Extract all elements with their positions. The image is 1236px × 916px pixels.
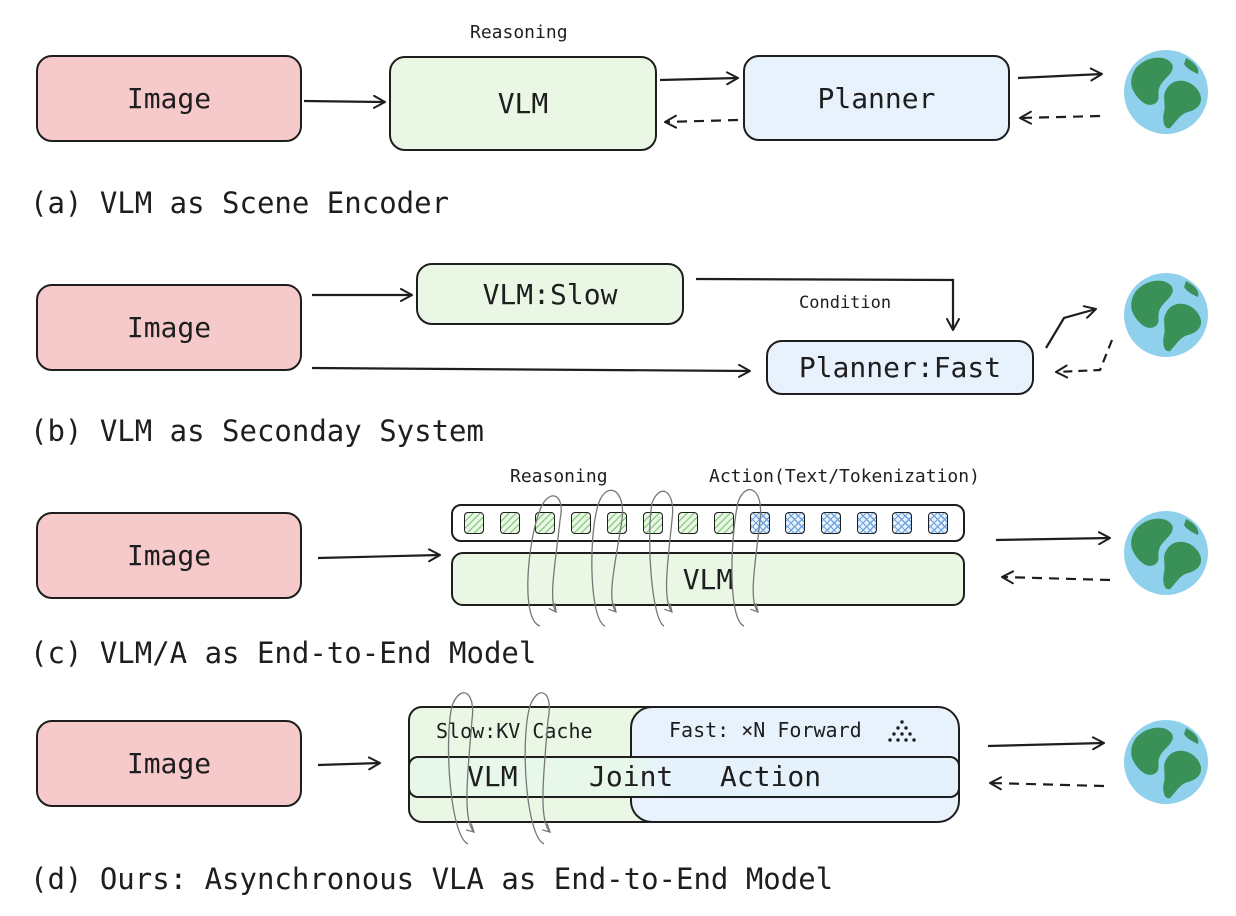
reasoning-token bbox=[499, 512, 520, 534]
triangle-dots-icon bbox=[888, 720, 916, 742]
vlm-box-a: VLM bbox=[389, 56, 657, 151]
image-box-a: Image bbox=[36, 55, 302, 142]
action-token bbox=[928, 512, 949, 534]
globe-icon bbox=[1124, 50, 1208, 134]
arrow-vlm-to-world-c bbox=[995, 531, 1111, 546]
joint-bar bbox=[408, 756, 960, 798]
caption-b: (b) VLM as Seconday System bbox=[30, 414, 484, 448]
globe-icon bbox=[1124, 273, 1208, 357]
arrow-vlm-slow-to-planner bbox=[695, 277, 960, 331]
reasoning-token bbox=[642, 512, 663, 534]
caption-c: (c) VLM/A as End-to-End Model bbox=[30, 636, 537, 670]
slow-kv-cache-label: Slow:KV Cache bbox=[436, 719, 593, 743]
caption-a: (a) VLM as Scene Encoder bbox=[30, 186, 450, 220]
arrow-image-to-vla-d bbox=[317, 756, 381, 771]
arrow-planner-to-vlm-dashed-a bbox=[664, 114, 739, 129]
autoregressive-loops-c bbox=[527, 489, 762, 627]
action-label-d: Action bbox=[720, 760, 822, 793]
fast-forward-label: Fast: ×N Forward bbox=[669, 718, 862, 742]
arrow-world-to-vlm-dashed-c bbox=[1001, 570, 1111, 585]
reasoning-label-c: Reasoning bbox=[510, 466, 608, 487]
condition-label: Condition bbox=[799, 293, 892, 313]
arrow-planner-fast-to-world bbox=[1045, 305, 1097, 349]
action-token bbox=[856, 512, 877, 534]
action-token bbox=[821, 512, 841, 534]
action-token bbox=[892, 512, 913, 534]
globe-icon bbox=[1124, 720, 1208, 804]
arrow-image-to-vlm-a bbox=[303, 94, 386, 109]
autoregressive-loops-d bbox=[447, 692, 551, 845]
arrow-world-to-planner-dashed-a bbox=[1019, 110, 1101, 125]
image-box-b: Image bbox=[36, 284, 302, 371]
arrow-vla-to-world-d bbox=[987, 736, 1105, 751]
joint-label: Joint bbox=[589, 760, 674, 793]
image-box-c: Image bbox=[36, 512, 302, 599]
reasoning-label-a: Reasoning bbox=[470, 22, 568, 43]
arrow-image-to-planner-fast bbox=[311, 363, 751, 378]
arrow-vlm-to-planner-a bbox=[659, 71, 739, 86]
globe-icon bbox=[1124, 511, 1208, 595]
action-label-c: Action(Text/Tokenization) bbox=[709, 466, 980, 487]
action-token bbox=[785, 512, 806, 534]
reasoning-token bbox=[678, 512, 699, 534]
vlm-label-d: VLM bbox=[467, 760, 518, 793]
image-box-d: Image bbox=[36, 720, 302, 807]
reasoning-token bbox=[571, 512, 592, 534]
arrow-image-to-vlm-c bbox=[317, 548, 441, 563]
arrow-world-to-vla-dashed-d bbox=[989, 776, 1105, 791]
reasoning-token bbox=[713, 512, 734, 534]
caption-d: (d) Ours: Asynchronous VLA as End-to-End… bbox=[30, 862, 834, 896]
planner-fast-box: Planner:Fast bbox=[766, 340, 1034, 395]
reasoning-token bbox=[464, 512, 484, 534]
vlm-box-c: VLM bbox=[451, 552, 965, 606]
vlm-slow-box: VLM:Slow bbox=[416, 263, 684, 325]
planner-box-a: Planner bbox=[743, 55, 1010, 141]
arrow-world-to-planner-fast-dashed bbox=[1055, 339, 1114, 379]
arrow-planner-to-world-a bbox=[1017, 67, 1103, 82]
